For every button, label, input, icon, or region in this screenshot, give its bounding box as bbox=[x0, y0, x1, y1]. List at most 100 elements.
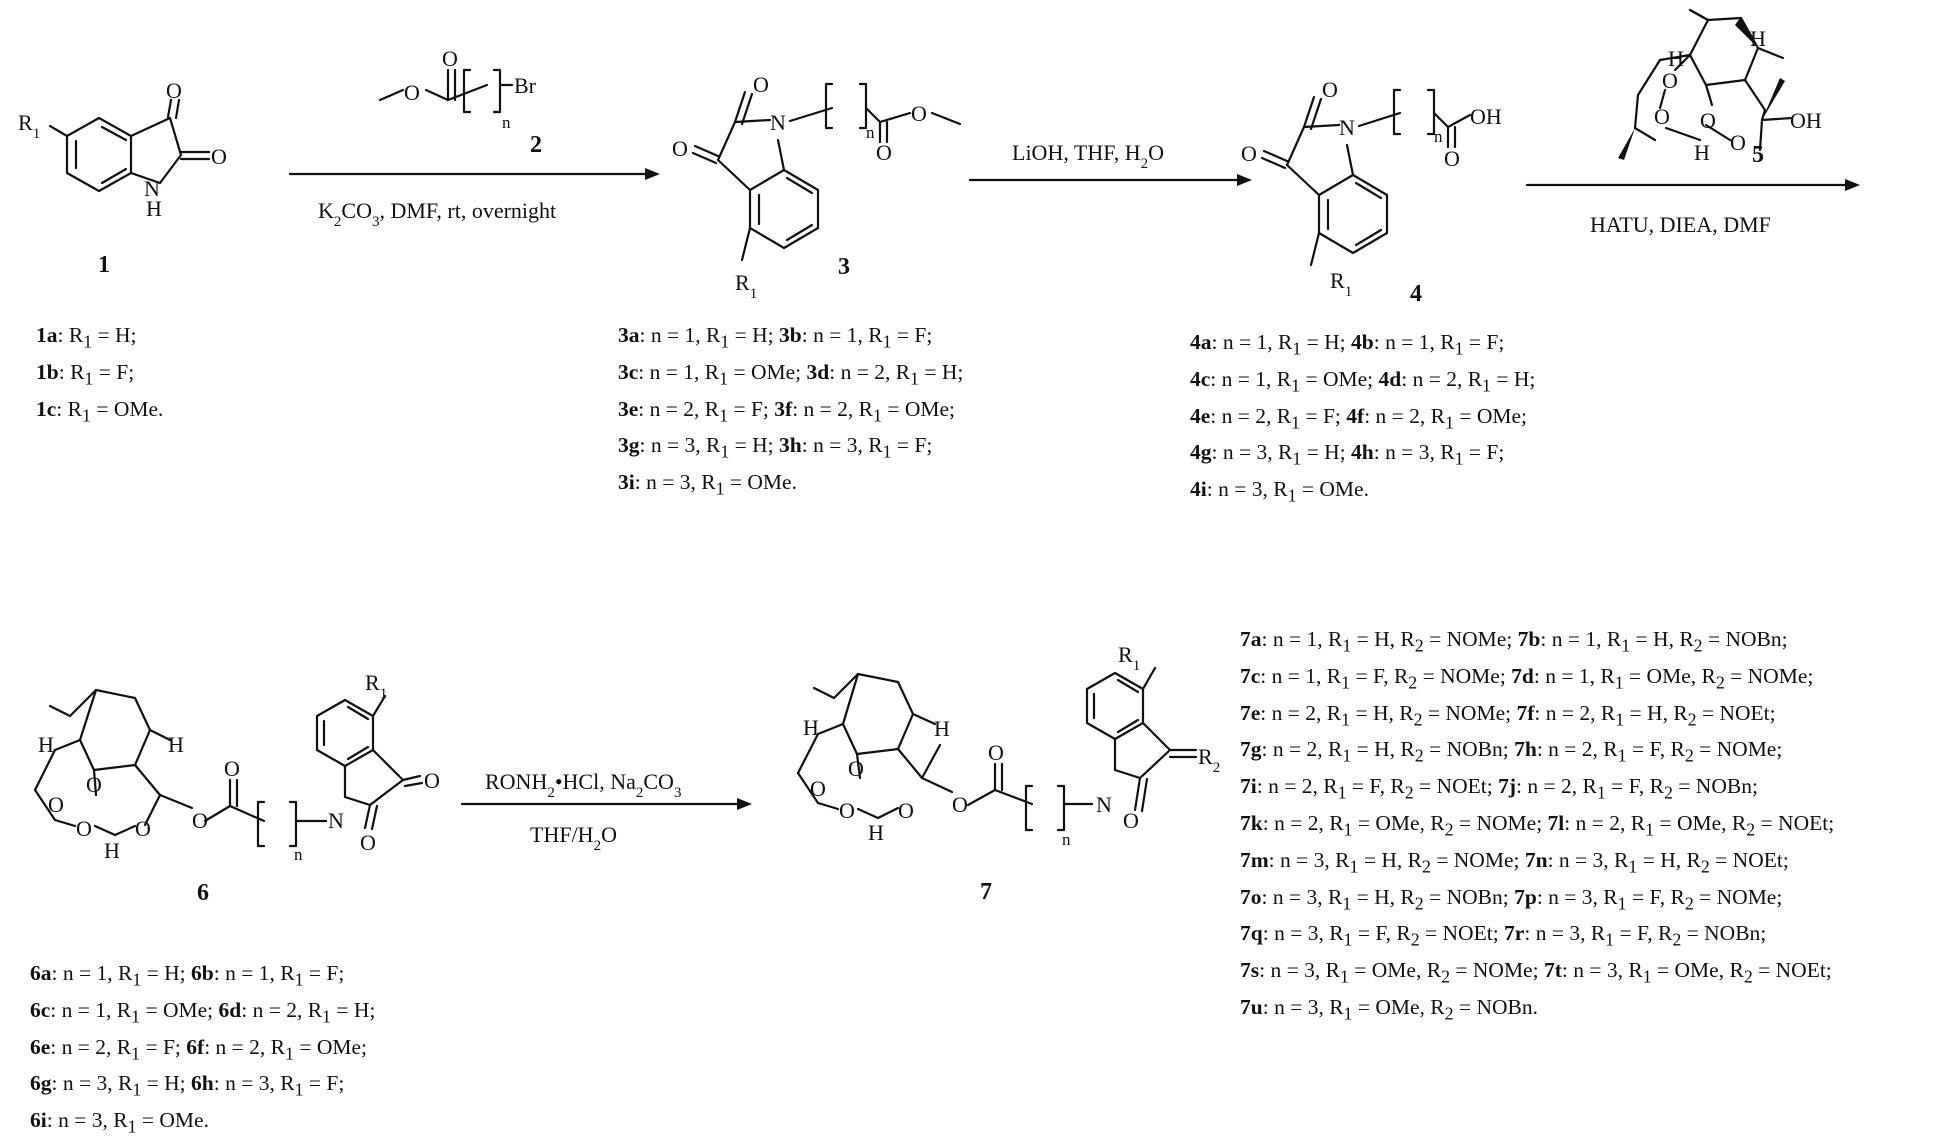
compound-code: 6d bbox=[218, 997, 242, 1022]
substituent-text: = NOBn; bbox=[1423, 884, 1515, 909]
compound-code: 7m bbox=[1240, 847, 1269, 872]
compound-code: 7t bbox=[1543, 958, 1562, 983]
subscript: 1 bbox=[1645, 819, 1655, 840]
label-n: n bbox=[866, 123, 875, 142]
substituent-row: 4c: n = 1, R1 = OMe; 4d: n = 2, R1 = H; bbox=[1190, 364, 1535, 401]
substituent-text: = NOEt; bbox=[1709, 847, 1789, 872]
atom-o: O bbox=[952, 792, 968, 817]
substituent-text: : n = 2, R bbox=[829, 359, 911, 384]
label-r1: R1 bbox=[365, 670, 387, 702]
substituent-text: = NOMe; bbox=[1450, 958, 1544, 983]
subscript: 2 bbox=[1746, 819, 1756, 840]
substituent-text: = F, R bbox=[1605, 774, 1664, 799]
substituent-text: : n = 3, R bbox=[1547, 847, 1629, 872]
substituent-text: = OMe. bbox=[724, 470, 797, 495]
conditions-step2: LiOH, THF, H2O bbox=[1012, 140, 1164, 172]
atom-h: H bbox=[803, 715, 819, 740]
substituent-text: : n = 3, R bbox=[1268, 847, 1350, 872]
atom-o: O bbox=[848, 756, 864, 781]
label-n: n bbox=[502, 113, 511, 132]
substituent-row: 7e: n = 2, R1 = H, R2 = NOMe; 7f: n = 2,… bbox=[1240, 698, 1834, 735]
substituent-text: : n = 1, R bbox=[1211, 330, 1293, 354]
compound-code: 4a bbox=[1190, 330, 1212, 354]
substituent-text: : n = 1, R bbox=[50, 997, 132, 1022]
compound-code: 7d bbox=[1511, 663, 1534, 688]
subscript: 1 bbox=[1343, 819, 1353, 840]
structure-compound-4: O O N O OH n R1 4 bbox=[1241, 77, 1502, 307]
subscript: 1 bbox=[1341, 708, 1351, 729]
condition-text: LiOH, THF, H2O bbox=[1012, 140, 1164, 172]
substituent-text: : n = 1, R bbox=[51, 961, 133, 985]
atom-o: O bbox=[1241, 141, 1257, 166]
compound-number-4: 4 bbox=[1410, 281, 1422, 307]
compound-number-7: 7 bbox=[980, 879, 992, 905]
substituent-text: : n = 2, R bbox=[1401, 366, 1483, 391]
substituent-text: = OMe, R bbox=[1352, 994, 1445, 1019]
substituent-text: : n = 1, R bbox=[1540, 627, 1622, 651]
substituent-text: = NOEt; bbox=[1755, 810, 1835, 835]
substituent-text: : n = 3, R bbox=[1261, 884, 1343, 909]
substituent-text: : n = 2, R bbox=[1536, 737, 1618, 762]
substituent-text: : n = 2, R bbox=[1210, 403, 1292, 428]
substituent-text: = H, R bbox=[1351, 737, 1415, 762]
subscript: 1 bbox=[1642, 966, 1652, 987]
substituent-text: : R bbox=[57, 323, 84, 347]
atom-br: Br bbox=[514, 73, 537, 98]
compound-code: 3i bbox=[618, 470, 635, 495]
substituent-text: = F; bbox=[303, 1071, 345, 1096]
subscript: 1 bbox=[132, 969, 142, 990]
atom-h: H bbox=[934, 716, 950, 741]
atom-o: O bbox=[404, 80, 420, 105]
substituent-text: = NOMe; bbox=[1430, 847, 1525, 872]
subscript: 1 bbox=[882, 441, 892, 462]
atom-o: O bbox=[135, 816, 151, 841]
substituent-text: = NOEt; bbox=[1752, 958, 1832, 983]
atom-o: O bbox=[810, 776, 826, 801]
substituent-row: 3a: n = 1, R1 = H; 3b: n = 1, R1 = F; bbox=[618, 320, 963, 357]
substituent-text: : n = 1, R bbox=[1210, 366, 1292, 391]
substituent-text: = OMe, R bbox=[1651, 958, 1744, 983]
compound-code: 4i bbox=[1190, 477, 1207, 502]
substituent-text: : n = 3, R bbox=[46, 1108, 128, 1133]
substituent-text: = H, R bbox=[1350, 700, 1414, 725]
label-r1: R1 bbox=[1330, 268, 1352, 300]
subscript: 2 bbox=[1410, 929, 1420, 950]
substituent-list-7: 7a: n = 1, R1 = H, R2 = NOMe; 7b: n = 1,… bbox=[1240, 624, 1834, 1029]
subscript: 1 bbox=[1343, 929, 1353, 950]
compound-code: 7f bbox=[1516, 700, 1535, 725]
substituent-text: : R bbox=[58, 359, 85, 384]
atom-o: O bbox=[753, 72, 769, 97]
structure-compound-7: H H O O O O H O O N O R2 n R1 7 bbox=[796, 642, 1220, 905]
compound-code: 7a bbox=[1240, 627, 1262, 651]
compound-code: 3b bbox=[779, 323, 802, 347]
compound-code: 6c bbox=[30, 997, 51, 1022]
substituent-text: : n = 2, R bbox=[1564, 810, 1646, 835]
substituent-text: : n = 2, R bbox=[1260, 700, 1342, 725]
subscript: 2 bbox=[1414, 635, 1424, 656]
subscript: 1 bbox=[1445, 411, 1454, 432]
substituent-row: 7m: n = 3, R1 = H, R2 = NOMe; 7n: n = 3,… bbox=[1240, 845, 1834, 882]
substituent-text: : n = 1, R bbox=[801, 323, 883, 347]
substituent-text: = F, R bbox=[1614, 921, 1673, 946]
compound-code: 4d bbox=[1378, 366, 1402, 391]
subscript: 2 bbox=[1700, 856, 1710, 877]
label-r1: R1 bbox=[735, 270, 757, 302]
substituent-text: = H, R bbox=[1358, 847, 1422, 872]
substituent-text: = F; bbox=[140, 1034, 187, 1059]
compound-code: 6h bbox=[191, 1071, 214, 1096]
substituent-text: : n = 2, R bbox=[1534, 700, 1616, 725]
compound-code: 7k bbox=[1240, 810, 1263, 835]
subscript: 1 bbox=[1339, 966, 1349, 987]
subscript: 1 bbox=[1342, 892, 1352, 913]
substituent-text: = H; bbox=[1491, 366, 1536, 391]
substituent-row: 7q: n = 3, R1 = F, R2 = NOEt; 7r: n = 3,… bbox=[1240, 918, 1834, 955]
subscript: 1 bbox=[127, 1116, 137, 1137]
subscript: 2 bbox=[1421, 856, 1431, 877]
substituent-text: = H, R bbox=[1351, 627, 1415, 651]
substituent-text: = NOMe; bbox=[1693, 737, 1783, 762]
substituent-text: = H; bbox=[141, 1071, 192, 1096]
compound-number-3: 3 bbox=[838, 254, 850, 280]
substituent-text: : n = 2, R bbox=[1256, 774, 1338, 799]
subscript: 1 bbox=[1292, 448, 1302, 469]
atom-h: H bbox=[1694, 140, 1710, 165]
